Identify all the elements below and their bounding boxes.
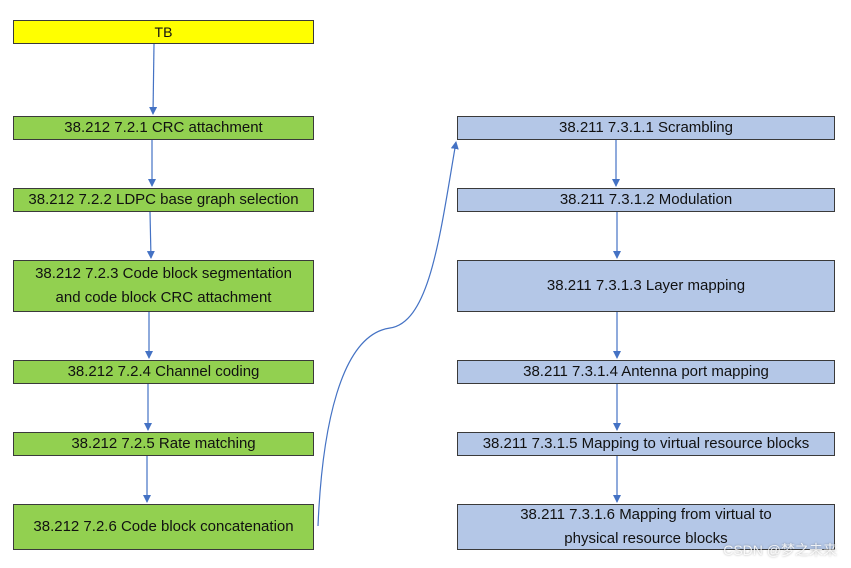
- node-ldpc-base-graph-selection: 38.212 7.2.2 LDPC base graph selection: [13, 188, 314, 212]
- node-mapping-to-virtual-resource-blocks: 38.211 7.3.1.5 Mapping to virtual resour…: [457, 432, 835, 456]
- node-label: 38.211 7.3.1.4 Antenna port mapping: [523, 363, 769, 380]
- node-modulation: 38.211 7.3.1.2 Modulation: [457, 188, 835, 212]
- node-label: 38.212 7.2.6 Code block concatenation: [33, 518, 294, 535]
- node-label: 38.212 7.2.5 Rate matching: [71, 435, 256, 452]
- node-crc-attachment: 38.212 7.2.1 CRC attachment: [13, 116, 314, 140]
- node-label: 38.211 7.3.1.3 Layer mapping: [546, 277, 746, 294]
- node-scrambling: 38.211 7.3.1.1 Scrambling: [457, 116, 835, 140]
- arrow-ldpc-to-segmentation: [146, 211, 155, 259]
- node-label: 38.212 7.2.1 CRC attachment: [64, 119, 263, 136]
- node-rate-matching: 38.212 7.2.5 Rate matching: [13, 432, 314, 456]
- node-layer-mapping: 38.211 7.3.1.3 Layer mapping: [457, 260, 835, 312]
- node-label: 38.212 7.2.4 Channel coding: [67, 363, 260, 380]
- node-label: 38.211 7.3.1.1 Scrambling: [558, 119, 733, 136]
- node-tb: TB: [13, 20, 314, 44]
- node-label: 38.211 7.3.1.2 Modulation: [559, 191, 733, 208]
- watermark: CSDN @梦之未来: [723, 542, 837, 558]
- node-label: 38.212 7.2.2 LDPC base graph selection: [28, 191, 299, 208]
- node-label: TB: [154, 24, 173, 40]
- node-channel-coding: 38.212 7.2.4 Channel coding: [13, 360, 314, 384]
- node-label: 38.212 7.2.3 Code block segmentation and…: [35, 265, 292, 306]
- node-label: 38.211 7.3.1.5 Mapping to virtual resour…: [482, 435, 810, 452]
- node-mapping-virtual-to-physical: 38.211 7.3.1.6 Mapping from virtual to p…: [457, 504, 835, 550]
- node-label: 38.211 7.3.1.6 Mapping from virtual to p…: [520, 506, 772, 547]
- arrow-concatenation-to-scrambling: [317, 141, 459, 527]
- node-code-block-segmentation: 38.212 7.2.3 Code block segmentation and…: [13, 260, 314, 312]
- arrow-tb-to-crc: [149, 43, 158, 115]
- node-code-block-concatenation: 38.212 7.2.6 Code block concatenation: [13, 504, 314, 550]
- node-antenna-port-mapping: 38.211 7.3.1.4 Antenna port mapping: [457, 360, 835, 384]
